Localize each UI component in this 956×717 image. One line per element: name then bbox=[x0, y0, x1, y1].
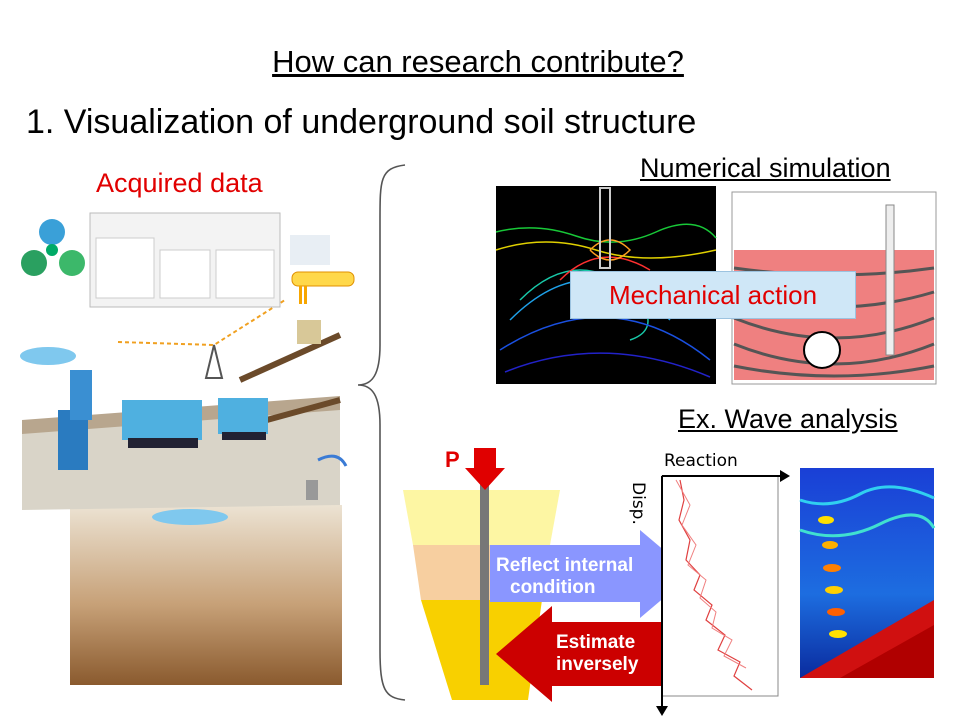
wave-heatmap bbox=[799, 468, 936, 678]
soil-column bbox=[403, 448, 560, 700]
slide-subtitle: 1. Visualization of underground soil str… bbox=[26, 103, 697, 141]
acquired-data-heading: Acquired data bbox=[96, 168, 263, 198]
mechanical-action-label: Mechanical action bbox=[570, 271, 856, 319]
numerical-simulation-heading: Numerical simulation bbox=[640, 153, 891, 183]
estimate-arrow-text: Estimate inversely bbox=[556, 632, 638, 676]
disp-axis-label: Disp. bbox=[628, 482, 648, 525]
disp-reaction-plot bbox=[656, 470, 790, 716]
estimate-arrow bbox=[496, 606, 692, 702]
reflect-line1: Reflect internal bbox=[496, 555, 634, 576]
load-label: P bbox=[445, 447, 460, 472]
reflect-arrow-text: Reflect internal condition bbox=[496, 555, 633, 599]
reflect-line2: condition bbox=[510, 577, 596, 598]
estimate-line1: Estimate bbox=[556, 632, 636, 653]
wave-analysis-heading: Ex. Wave analysis bbox=[678, 404, 898, 434]
reflect-arrow bbox=[490, 530, 692, 618]
machinery-illustration bbox=[20, 212, 355, 685]
curly-brace bbox=[357, 164, 406, 701]
estimate-line2: inversely bbox=[556, 654, 639, 675]
reaction-axis-label: Reaction bbox=[664, 451, 738, 471]
slide-title: How can research contribute? bbox=[272, 44, 684, 79]
